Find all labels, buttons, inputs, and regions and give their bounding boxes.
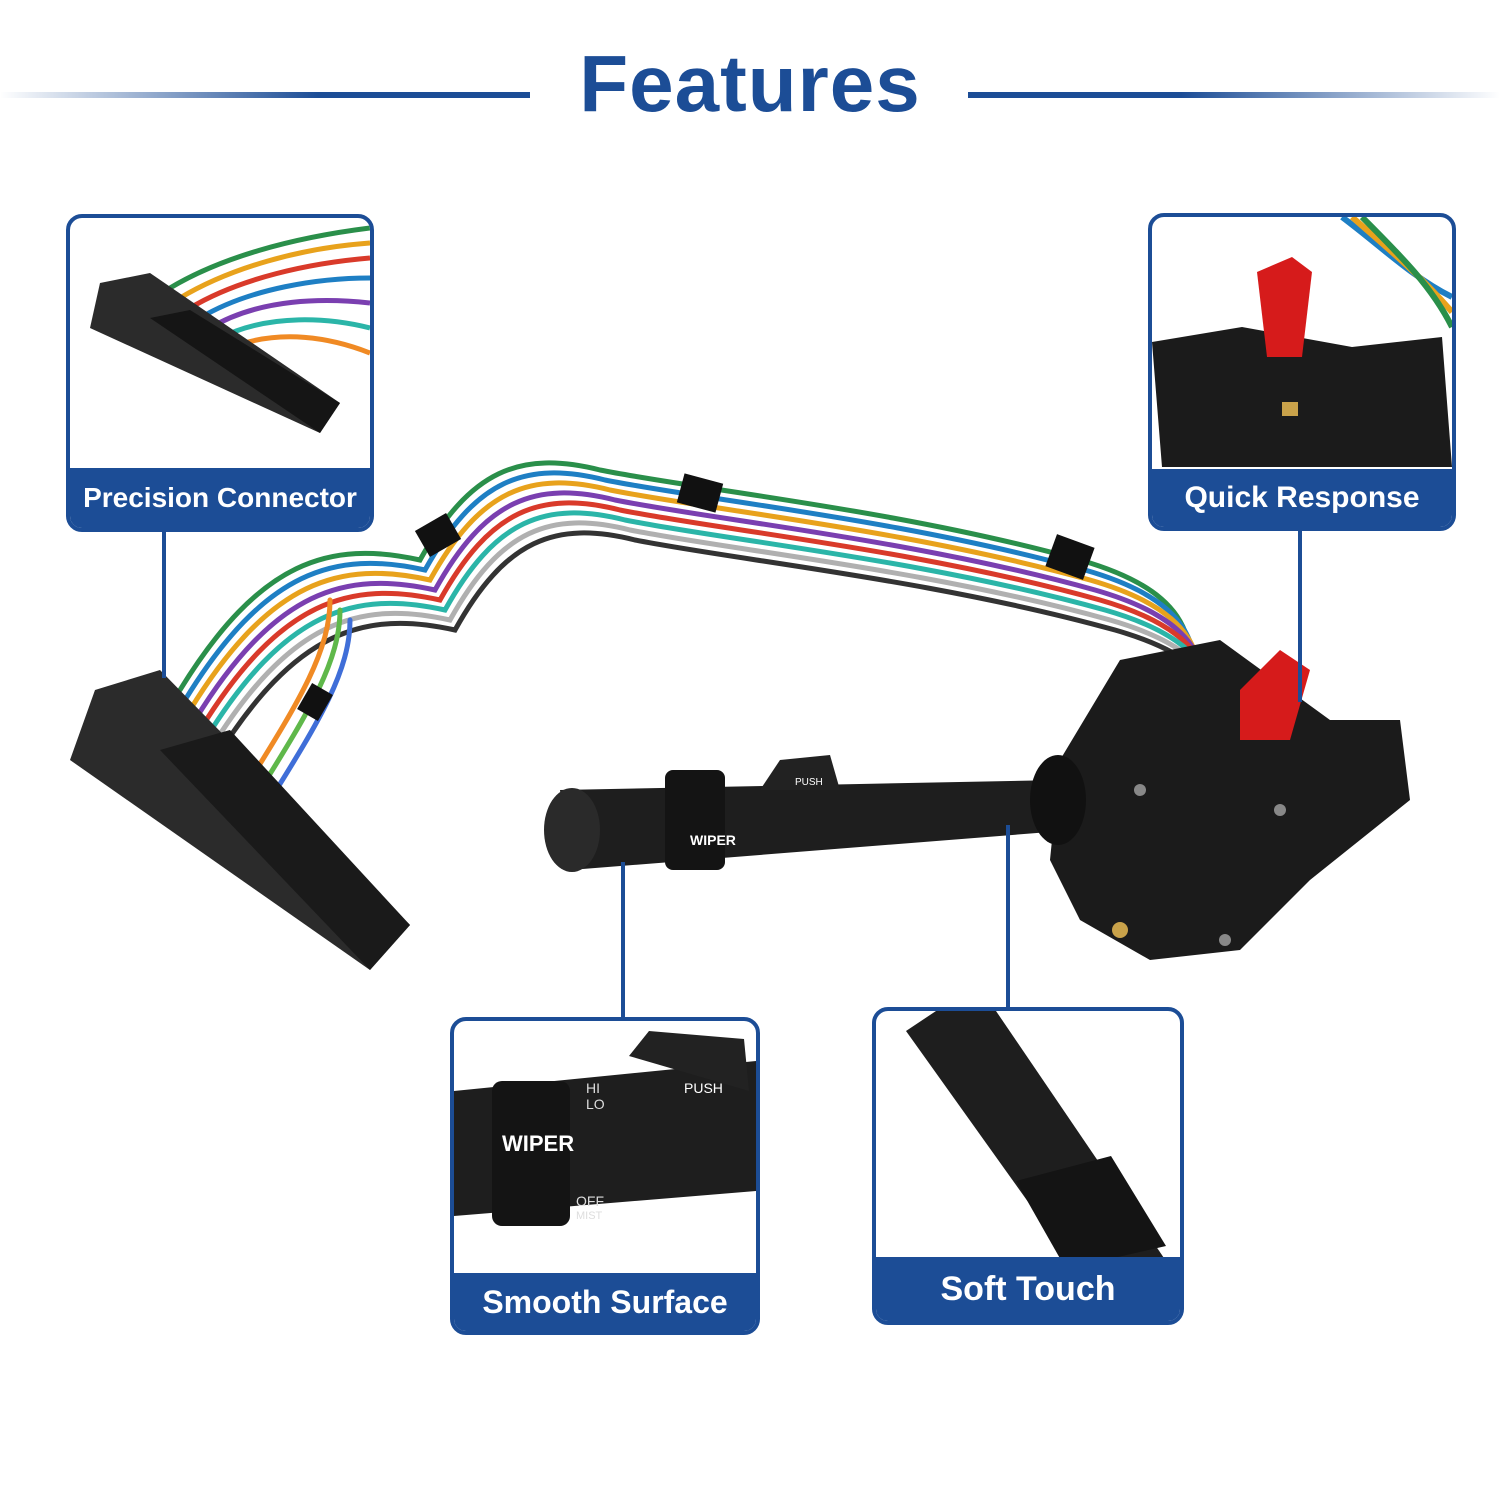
callout-line-precision-connector [162, 528, 166, 678]
hazard-button [1240, 650, 1310, 740]
lever-push-text: PUSH [795, 777, 823, 788]
hazard-switch-closeup-photo [1152, 217, 1452, 467]
hazard-button-closeup [1257, 257, 1312, 357]
closeup-off-text: OFF [576, 1193, 604, 1209]
callout-card-quick-response: Quick Response [1148, 213, 1456, 531]
turn-signal-lever: WIPER PUSH [544, 755, 1086, 872]
callout-card-precision-connector: Precision Connector [66, 214, 374, 532]
callout-label-smooth-surface: Smooth Surface [454, 1273, 756, 1331]
switch-body [1050, 640, 1410, 960]
callout-label-precision-connector: Precision Connector [70, 468, 370, 528]
closeup-wiper-text: WIPER [502, 1131, 574, 1156]
title-rule-left [0, 92, 530, 98]
connector-closeup-photo [90, 225, 370, 433]
callout-card-soft-touch: Soft Touch [872, 1007, 1184, 1325]
wiper-knob-closeup-photo: WIPER PUSH HI LO OFF MIST [454, 1031, 756, 1226]
page-title: Features [579, 39, 921, 128]
callout-card-smooth-surface: WIPER PUSH HI LO OFF MIST Smooth Surface [450, 1017, 760, 1335]
closeup-mist-text: MIST [576, 1210, 603, 1222]
harness-connector [70, 670, 410, 970]
callout-line-smooth-surface [621, 862, 625, 1020]
lever-grip-closeup-photo [906, 1011, 1166, 1269]
title-rule-right [968, 92, 1500, 98]
wire-harness [177, 460, 1228, 803]
closeup-hi-text: HI [586, 1080, 600, 1096]
callout-label-soft-touch: Soft Touch [876, 1257, 1180, 1321]
closeup-lo-text: LO [586, 1096, 605, 1112]
harness-tape [297, 473, 1095, 721]
lever-wiper-text: WIPER [690, 832, 736, 848]
callout-line-soft-touch [1006, 825, 1010, 1007]
closeup-push-text: PUSH [684, 1080, 723, 1096]
callout-label-quick-response: Quick Response [1152, 469, 1452, 527]
callout-line-quick-response [1298, 527, 1302, 702]
